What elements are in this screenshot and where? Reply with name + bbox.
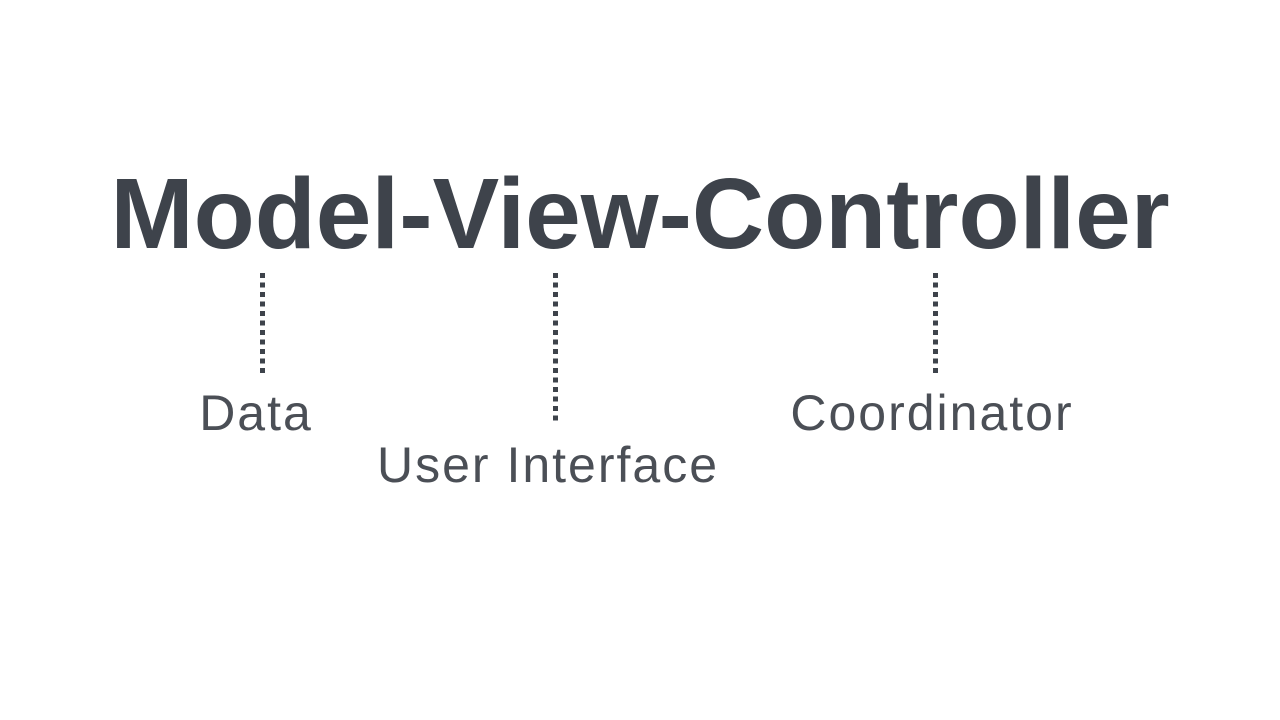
label-view-meaning: User Interface (376, 437, 720, 493)
page-title: Model-View-Controller (110, 158, 1170, 270)
label-model-meaning: Data (199, 385, 313, 441)
connector-model-dotted-line (260, 273, 265, 373)
connector-controller-dotted-line (933, 273, 938, 373)
label-controller-meaning: Coordinator (790, 385, 1074, 441)
connector-view-dotted-line (553, 273, 558, 423)
